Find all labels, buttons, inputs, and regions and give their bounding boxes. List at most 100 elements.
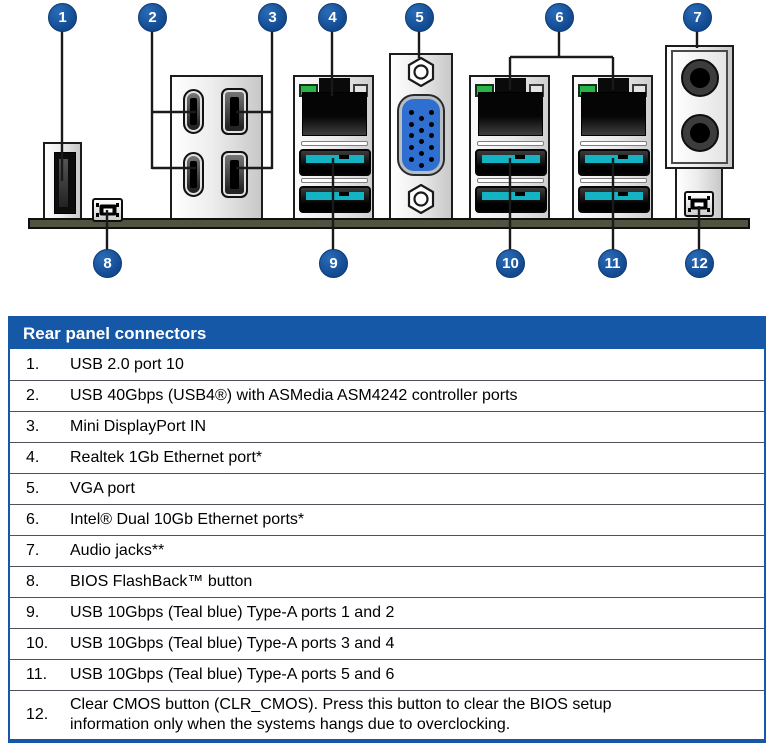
row-description: Mini DisplayPort IN [70,418,207,435]
rear-panel-table: Rear panel connectors 1. USB 2.0 port 10 2… [8,316,766,743]
callout-badge-4: 4 [318,3,347,32]
port-slot [230,160,239,189]
usb-10gbps-port-icon-2 [299,186,371,213]
row-description: Intel® Dual 10Gb Ethernet ports* [70,511,305,528]
table-rows: 1. USB 2.0 port 10 2. USB 40Gbps (USB4®) wi… [10,349,764,739]
usb4-type-c-port-icon-2 [183,152,204,197]
usb-10gbps-port-icon-1 [299,149,371,176]
usb-10gbps-port-icon-5 [578,149,650,176]
usb-teal-tongue [585,192,643,200]
callout-badge-6: 6 [545,3,574,32]
panel-slot [477,178,544,183]
table-row: 10. USB 10Gbps (Teal blue) Type-A ports 3… [10,628,764,659]
port-slot [190,161,197,188]
usb-teal-tongue [306,192,364,200]
audio-jack-icon-2 [681,114,719,152]
table-row: 1. USB 2.0 port 10 [10,349,764,380]
table-row: 7. Audio jacks** [10,535,764,566]
row-description: USB 2.0 port 10 [70,355,184,373]
callout-badge-5: 5 [405,3,434,32]
usb-notch [515,192,525,196]
row-description: USB 10Gbps (Teal blue) Type-A ports 1 an… [70,604,395,621]
jack-hole [690,123,710,143]
row-number: 4. [26,449,40,466]
rear-panel-diagram: 1 2 3 4 5 6 7 8 9 10 11 12 [0,0,774,300]
row-description: Clear CMOS button (CLR_CMOS). Press this… [70,696,612,733]
ethernet-10g-usb-block-1 [469,75,550,222]
row-number: 5. [26,480,40,497]
panel-slot [580,178,647,183]
row-number: 11. [26,666,48,683]
row-number: 2. [26,387,40,404]
usb-notch [618,155,628,159]
usb2-port-icon [54,152,76,214]
callout-badge-2: 2 [138,3,167,32]
usb-notch [515,155,525,159]
table-row: 3. Mini DisplayPort IN [10,411,764,442]
row-number: 3. [26,418,40,435]
table-row: 6. Intel® Dual 10Gb Ethernet ports* [10,504,764,535]
row-description: USB 40Gbps (USB4®) with ASMedia ASM4242 … [70,387,518,404]
audio-jack-icon-1 [681,59,719,97]
callout-badge-1: 1 [48,3,77,32]
row-number: 10. [26,635,49,652]
port-slot [230,97,239,126]
row-description: USB 10Gbps (Teal blue) Type-A ports 3 an… [70,635,395,652]
row-number: 12. [26,706,49,723]
usb2-bracket [43,142,82,222]
row-number: 8. [26,573,40,590]
mini-displayport-icon-1 [221,88,248,135]
panel-slot [477,141,544,146]
usb-notch [339,192,349,196]
port-slot [190,98,197,125]
usb4-type-c-port-icon-1 [183,89,204,134]
usb-notch [339,155,349,159]
row-description: Realtek 1Gb Ethernet port* [70,449,263,466]
rj45-body [478,92,543,136]
usb-teal-tongue [306,155,364,163]
table-row: 4. Realtek 1Gb Ethernet port* [10,442,764,473]
panel-slot [580,141,647,146]
vga-pins [406,107,437,168]
panel-slot [301,178,368,183]
callout-badge-8: 8 [93,249,122,278]
rj45-body [581,92,646,136]
clear-cmos-button-icon [684,191,714,217]
table-row: 8. BIOS FlashBack™ button [10,566,764,597]
callout-badge-9: 9 [319,249,348,278]
callout-badge-12: 12 [685,249,714,278]
callout-badge-7: 7 [683,3,712,32]
row-number: 6. [26,511,40,528]
row-description: VGA port [70,480,135,497]
bios-flashback-button-icon [92,198,123,222]
usb2-tongue [59,159,68,207]
callout-badge-11: 11 [598,249,627,278]
table-header: Rear panel connectors [10,318,764,349]
vga-hex-nut-icon [407,57,435,87]
table-row: 11.USB 10Gbps (Teal blue) Type-A ports 5… [10,659,764,690]
row-description: BIOS FlashBack™ button [70,573,253,590]
rj45-body [302,92,367,136]
ethernet-1g-usb-block [293,75,374,222]
callout-badge-3: 3 [258,3,287,32]
table-row: 5. VGA port [10,473,764,504]
row-number: 7. [26,542,40,559]
usb-teal-tongue [482,155,540,163]
row-number: 9. [26,604,40,621]
usb-10gbps-port-icon-3 [475,149,547,176]
usb-teal-tongue [482,192,540,200]
table-row: 9. USB 10Gbps (Teal blue) Type-A ports 1 … [10,597,764,628]
row-description: Audio jacks** [70,542,165,559]
motherboard-edge [28,218,750,229]
jack-hole [690,68,710,88]
usb-10gbps-port-icon-4 [475,186,547,213]
table-row: 2. USB 40Gbps (USB4®) with ASMedia ASM424… [10,380,764,411]
usb-10gbps-port-icon-6 [578,186,650,213]
table-row: 12. Clear CMOS button (CLR_CMOS). Press t… [10,690,764,739]
usb-notch [618,192,628,196]
row-number: 1. [26,355,40,373]
callout-badge-10: 10 [496,249,525,278]
vga-hex-nut-icon [407,184,435,214]
mini-displayport-icon-2 [221,151,248,198]
panel-slot [301,141,368,146]
